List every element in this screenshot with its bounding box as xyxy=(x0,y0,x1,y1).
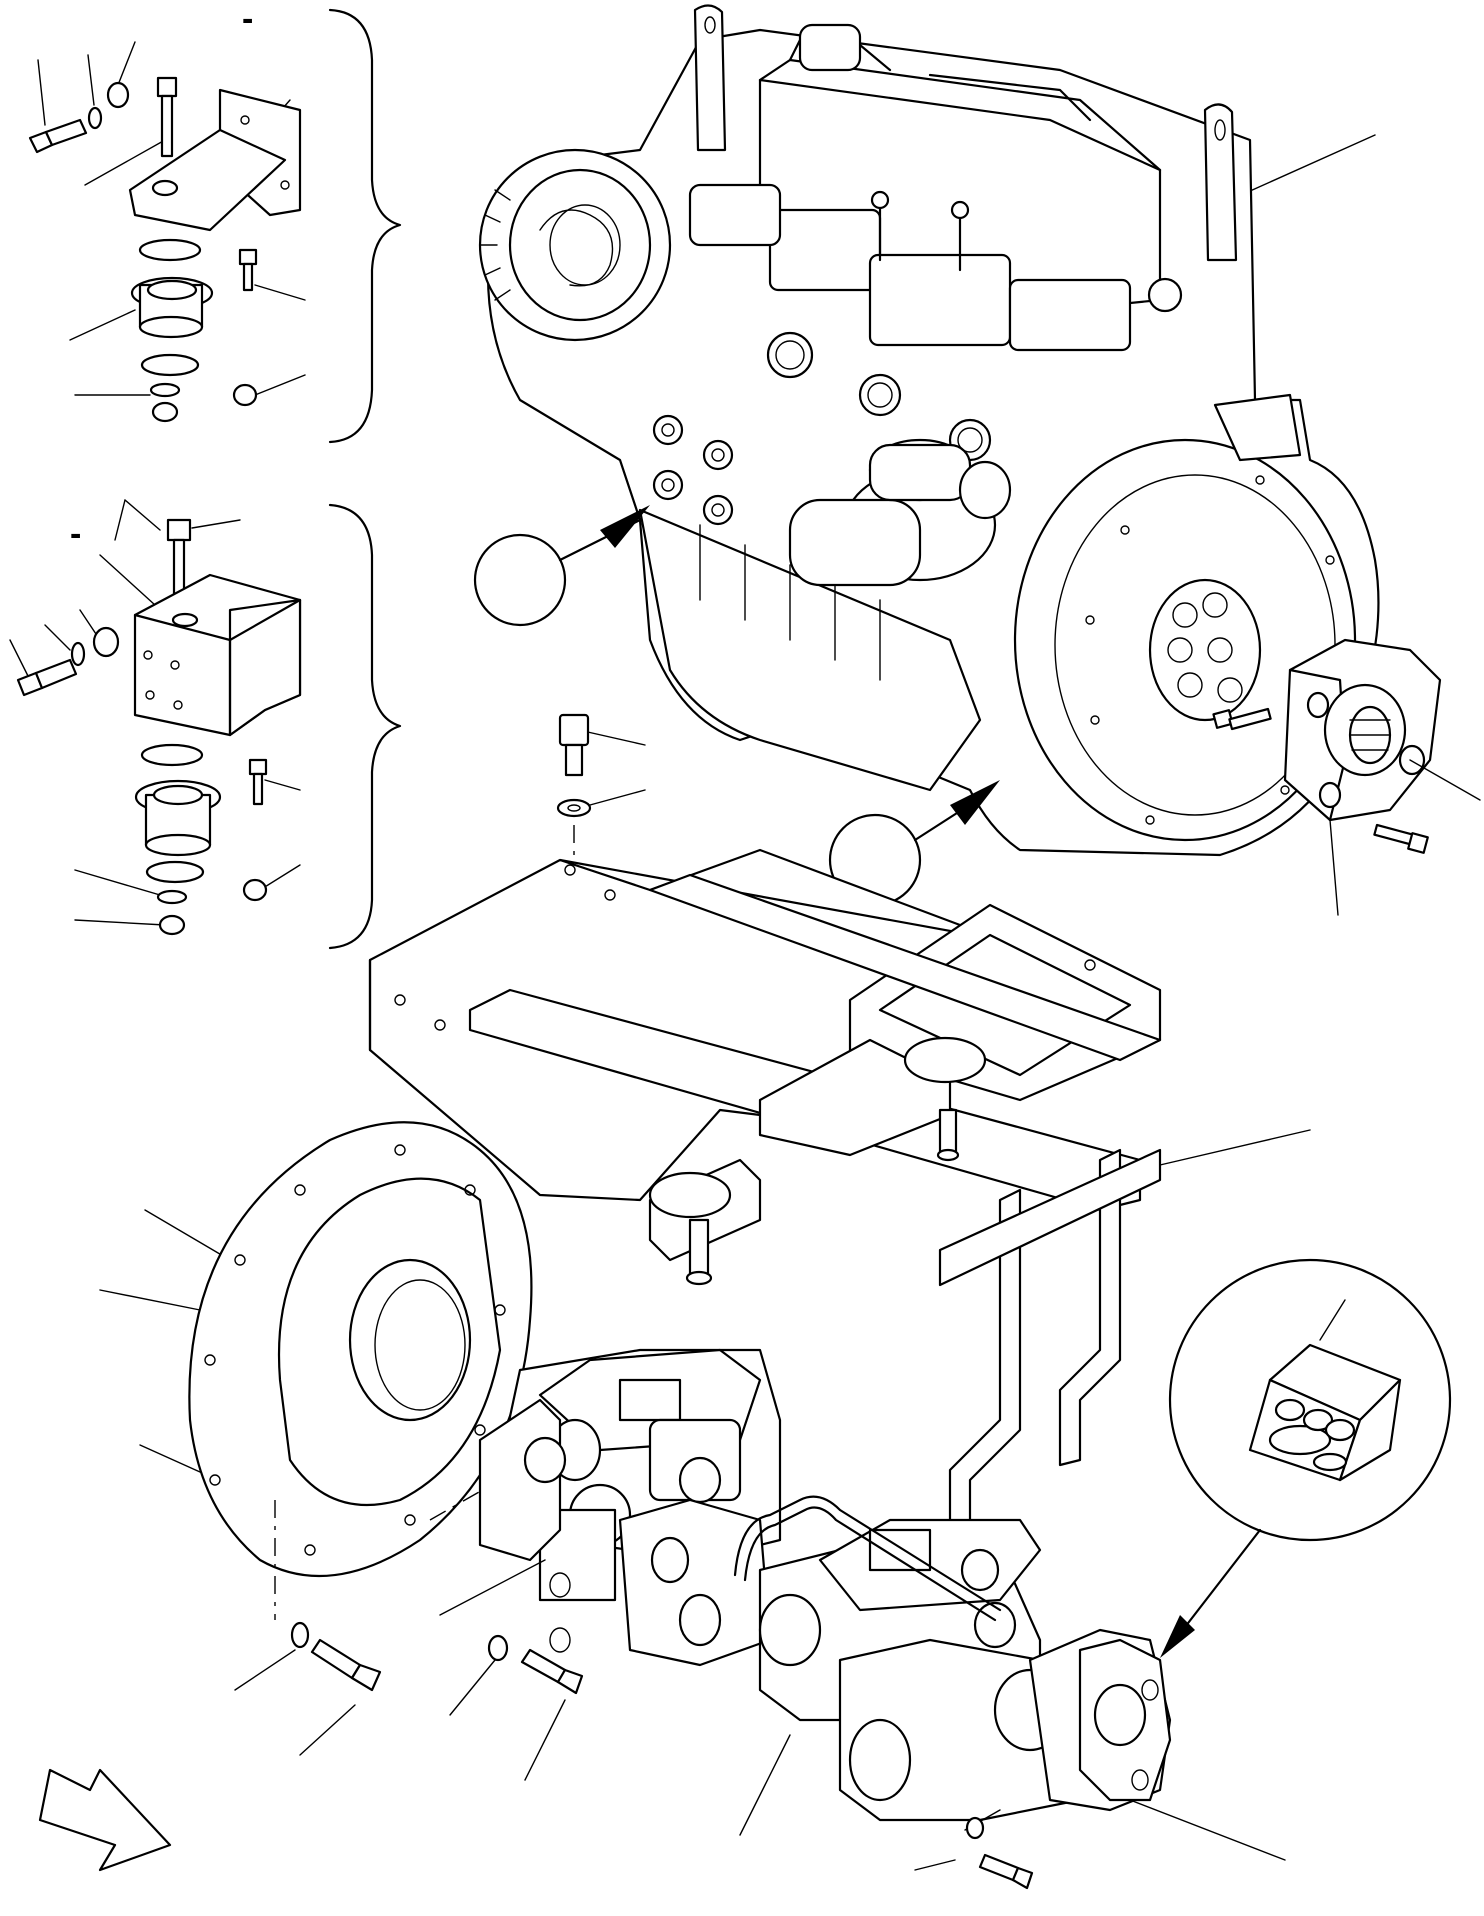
group-brace-upper xyxy=(328,8,402,444)
mount-bracket-icon xyxy=(133,573,302,737)
arrow-icon xyxy=(38,1768,172,1872)
nut-icon xyxy=(106,81,130,109)
flywheel-housing-icon xyxy=(1013,393,1357,842)
engine-assembly xyxy=(473,4,1380,907)
bolt-icon xyxy=(558,713,590,777)
group-brace-lower xyxy=(328,503,402,950)
washer-icon xyxy=(290,1621,310,1649)
bolt-icon xyxy=(16,658,78,697)
bolt-icon xyxy=(978,1853,1034,1890)
nut-icon xyxy=(232,383,258,407)
label-marker-upper: - xyxy=(242,0,253,38)
washer-icon xyxy=(556,798,592,818)
bolt-icon xyxy=(28,118,88,154)
support-frame xyxy=(368,713,1311,1547)
bolt-icon xyxy=(248,758,268,806)
bolt-icon xyxy=(166,518,192,600)
alternator-icon xyxy=(478,148,672,342)
orientation-arrow xyxy=(38,1768,172,1872)
washer-icon xyxy=(87,106,103,130)
bell-housing-flange xyxy=(99,1121,533,1756)
washer-icon xyxy=(70,641,86,667)
mount-bracket-icon xyxy=(128,88,302,232)
gasket-kit-icon xyxy=(1248,1343,1402,1482)
gasket-kit-detail xyxy=(1160,1258,1452,1658)
rear-mount-kit-lower: - xyxy=(9,499,402,950)
nut-icon xyxy=(242,878,268,902)
front-mount-kit-upper: - xyxy=(28,0,402,444)
rubber-mount-icon xyxy=(130,238,214,423)
bolt-icon xyxy=(310,1638,382,1692)
bolt-icon xyxy=(1373,823,1429,854)
bolt-icon xyxy=(238,248,258,292)
washer-icon xyxy=(965,1816,985,1840)
bolt-icon xyxy=(520,1648,584,1695)
nut-icon xyxy=(92,626,120,658)
hydraulic-pump-assembly xyxy=(439,1348,1286,1890)
washer-icon xyxy=(487,1634,509,1662)
starter-motor-icon xyxy=(788,438,1012,587)
mount-point-callout-upper xyxy=(473,505,650,627)
flexible-coupling xyxy=(1212,638,1481,916)
bolt-icon xyxy=(156,76,178,158)
label-marker-lower: - xyxy=(70,515,81,553)
bolt-icon xyxy=(1212,707,1272,731)
rubber-mount-icon xyxy=(134,743,222,936)
